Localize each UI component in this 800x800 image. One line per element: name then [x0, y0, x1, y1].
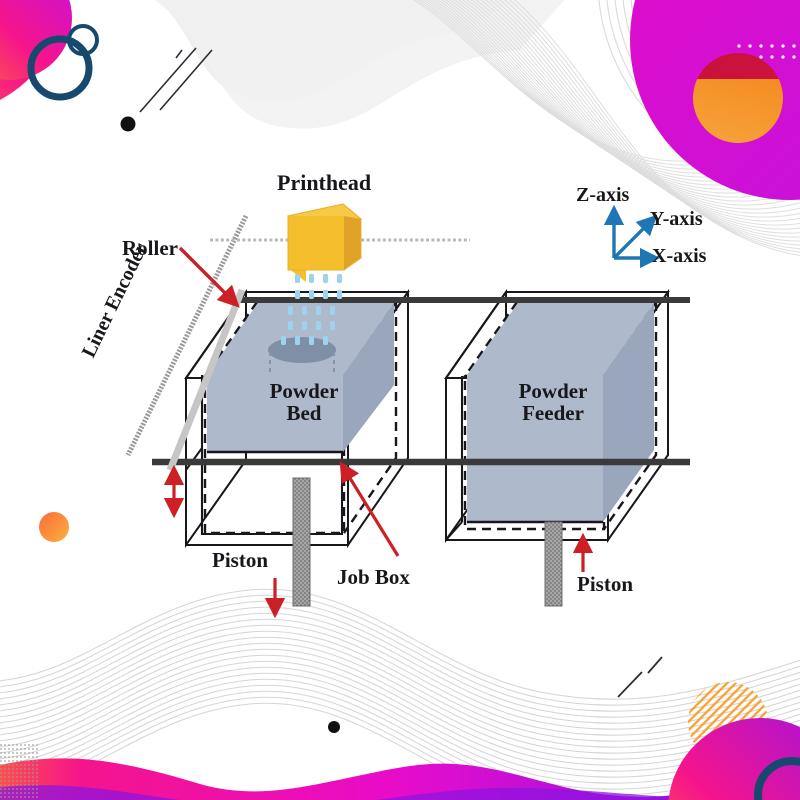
label-roller: Roller — [122, 236, 178, 260]
bottom-right-blob — [668, 718, 800, 800]
label-powder-bed-line2: Bed — [286, 401, 322, 426]
bottom-gradient-wave — [0, 758, 800, 800]
bottom-left-orange-dot — [39, 512, 69, 542]
label-z-axis: Z-axis — [576, 184, 630, 206]
navy-ring-small — [67, 24, 99, 56]
label-powder-bed: Powder Bed — [258, 380, 350, 425]
label-piston-left: Piston — [212, 548, 269, 572]
label-powder-feeder-line2: Feeder — [522, 401, 584, 426]
label-y-axis: Y-axis — [650, 208, 703, 230]
label-powder-feeder-line1: Powder — [518, 379, 588, 403]
navy-ring-bottom-right — [754, 757, 800, 800]
label-job-box: Job Box — [337, 565, 410, 589]
bottom-contour-lines — [0, 588, 800, 800]
black-dot-bottom — [328, 721, 340, 733]
label-piston-right: Piston — [577, 572, 634, 596]
label-powder-feeder: Powder Feeder — [505, 380, 601, 425]
bottom-left-dot-grid — [0, 744, 38, 800]
label-printhead: Printhead — [277, 170, 372, 195]
diagonal-dashes-top — [139, 47, 213, 113]
label-powder-bed-line1: Powder — [269, 379, 339, 403]
label-x-axis: X-axis — [652, 245, 707, 267]
black-dot-top-left — [120, 116, 136, 132]
diagonal-dashes-bottom — [617, 656, 663, 698]
navy-ring-large — [27, 35, 93, 101]
